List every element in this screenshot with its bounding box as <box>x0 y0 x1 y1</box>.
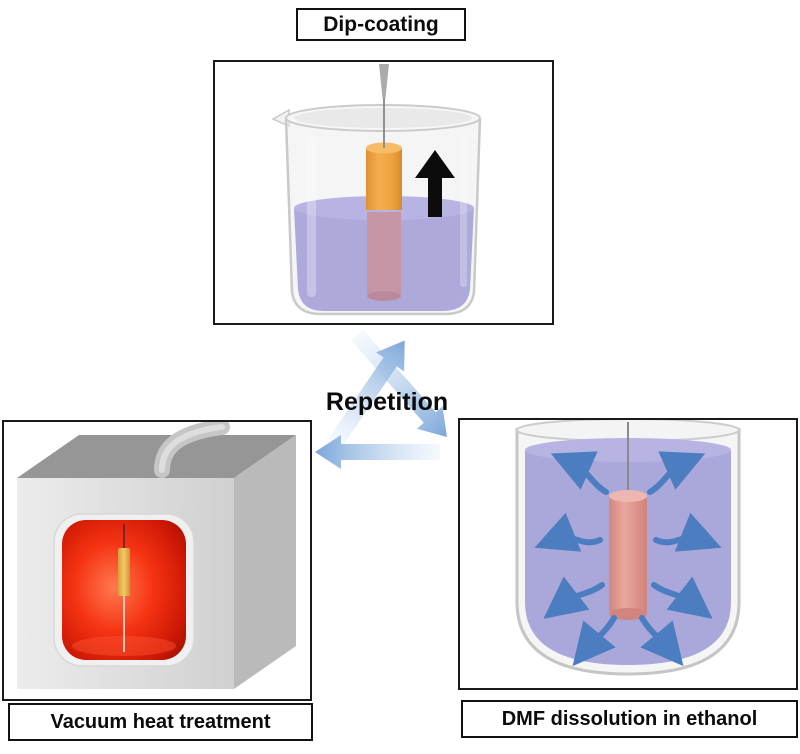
vacuum-furnace-illustration <box>17 422 296 689</box>
diffusion-arrow-low-left <box>543 576 605 619</box>
vacuum-tube <box>154 422 230 478</box>
cycle-arrow-to-dip <box>328 340 405 448</box>
caption-dip-coating: Dip-coating <box>296 8 466 41</box>
hanging-wire <box>379 64 389 148</box>
diffusion-arrow-bottom-left <box>572 615 617 667</box>
furnace-right-face <box>234 435 296 689</box>
sample-rod <box>118 548 130 596</box>
dissolving-rod-body <box>609 496 647 614</box>
caption-vacuum-heat: Vacuum heat treatment <box>8 703 313 741</box>
panel-dip-coating <box>213 60 554 325</box>
submerged-rod-body <box>367 212 401 296</box>
dissolving-rod-top <box>609 490 647 502</box>
caption-vacuum-heat-text: Vacuum heat treatment <box>50 710 271 733</box>
diffusion-arrow-up-left <box>550 451 609 495</box>
tube-highlight <box>159 424 225 473</box>
glass-highlight-right <box>460 137 467 287</box>
panel-vacuum-heat <box>2 420 312 701</box>
diffusion-arrow-bottom-right <box>639 615 684 667</box>
diffusion-arrow-up-right <box>647 451 706 495</box>
furnace-chamber <box>53 513 195 667</box>
cycle-arrow-to-vacuum <box>315 435 440 469</box>
caption-dmf-dissolution-text: DMF dissolution in ethanol <box>501 707 758 730</box>
dip-coating-illustration <box>271 64 482 316</box>
dmf-dissolution-illustration <box>515 420 741 676</box>
submerged-rod-bottom <box>367 291 401 301</box>
needle-tip <box>379 64 389 98</box>
repetition-cycle-arrows <box>315 329 447 469</box>
repetition-text: Repetition <box>325 387 449 416</box>
glass-highlight-left <box>307 137 316 297</box>
diffusion-arrow-mid-right <box>653 512 722 552</box>
cycle-arrow-to-dmf <box>350 329 447 438</box>
pull-up-arrow-icon <box>415 150 455 217</box>
submerged-rod <box>367 212 401 301</box>
coated-rod <box>366 142 402 210</box>
coated-rod-body <box>366 148 402 210</box>
dissolving-rod <box>609 490 647 620</box>
repetition-label: Repetition <box>298 386 476 418</box>
diffusion-arrow-low-right <box>651 576 713 619</box>
caption-dip-coating-text: Dip-coating <box>323 12 439 36</box>
diffusion-arrows <box>534 451 722 667</box>
dissolving-rod-bottom <box>609 608 647 620</box>
diffusion-arrow-mid-left <box>534 512 603 552</box>
panel-dmf-dissolution <box>458 418 798 690</box>
caption-dmf-dissolution: DMF dissolution in ethanol <box>461 700 798 738</box>
